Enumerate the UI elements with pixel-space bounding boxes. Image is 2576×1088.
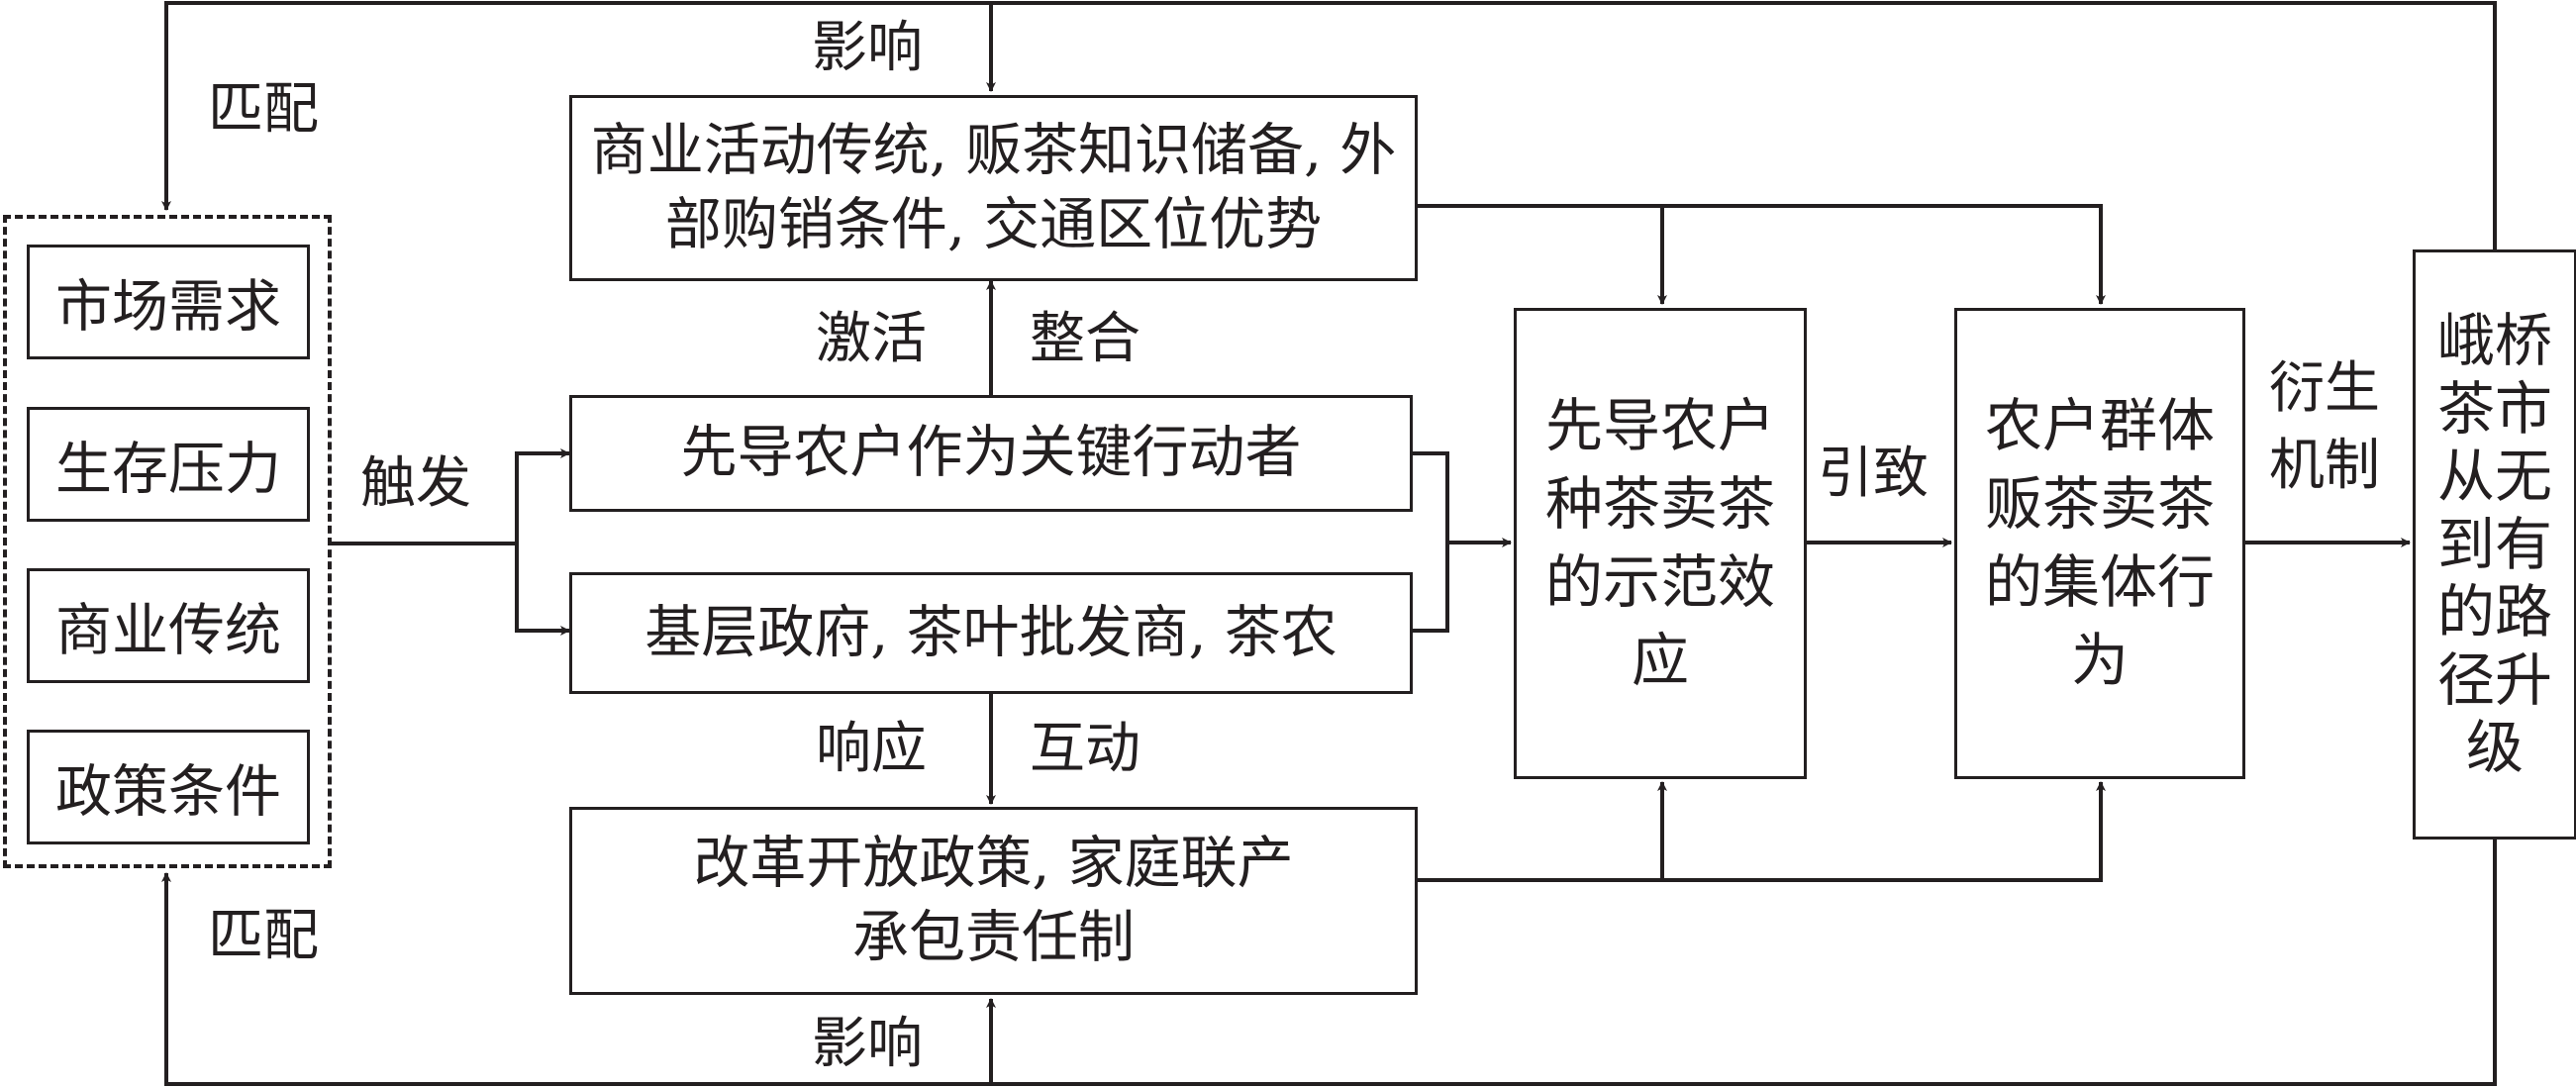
trigger-branch-lower xyxy=(515,544,570,636)
node-collective-text: 农户群体贩茶卖茶的集体行为 xyxy=(1984,392,2215,694)
node-actors-text: 基层政府, 茶叶批发商, 茶农 xyxy=(644,599,1338,665)
node-actors: 基层政府, 茶叶批发商, 茶农 xyxy=(569,572,1413,694)
label-influence-top: 影响 xyxy=(812,16,923,80)
feedback-line-bottom xyxy=(161,840,2497,1086)
factor-commerce-tradition: 商业传统 xyxy=(27,568,310,683)
node-policy: 改革开放政策, 家庭联产承包责任制 xyxy=(569,807,1418,995)
node-collective-behavior: 农户群体贩茶卖茶的集体行为 xyxy=(1954,308,2245,779)
node-pioneer-farmers: 先导农户作为关键行动者 xyxy=(569,395,1413,512)
node-outcome-text: 峨桥茶市从无到有的路径升级 xyxy=(2436,307,2552,782)
label-match-bottom: 匹配 xyxy=(208,904,319,968)
node-outcome: 峨桥茶市从无到有的路径升级 xyxy=(2413,249,2576,840)
label-mechanism: 机制 xyxy=(2269,434,2380,498)
factor-policy-conditions: 政策条件 xyxy=(27,730,310,844)
pioneer-merge xyxy=(1413,451,1449,633)
label-influence-bottom: 影响 xyxy=(812,1012,923,1076)
feedback-line-top xyxy=(161,1,2497,249)
node-resources: 商业活动传统, 贩茶知识储备, 外部购销条件, 交通区位优势 xyxy=(569,95,1418,281)
factor-label: 生存压力 xyxy=(55,437,281,502)
factor-survival-pressure: 生存压力 xyxy=(27,407,310,522)
label-integrate: 整合 xyxy=(1030,307,1140,371)
label-lead-to: 引致 xyxy=(1818,442,1929,506)
factor-label: 政策条件 xyxy=(55,759,281,825)
label-activate: 激活 xyxy=(816,307,927,371)
label-derive: 衍生 xyxy=(2269,356,2380,421)
label-match-top: 匹配 xyxy=(208,77,319,142)
trigger-line xyxy=(332,448,570,545)
factor-label: 市场需求 xyxy=(55,274,281,340)
factors-group xyxy=(3,215,332,868)
node-demo-text: 先导农户种茶卖茶的示范效应 xyxy=(1544,392,1775,694)
node-pioneer-text: 先导农户作为关键行动者 xyxy=(680,420,1302,486)
node-resources-text: 商业活动传统, 贩茶知识储备, 外部购销条件, 交通区位优势 xyxy=(590,117,1397,257)
label-respond: 响应 xyxy=(816,717,927,781)
node-policy-text: 改革开放政策, 家庭联产承包责任制 xyxy=(693,830,1294,970)
policy-to-effects xyxy=(1418,781,2106,882)
label-interact: 互动 xyxy=(1030,717,1140,781)
factor-label: 商业传统 xyxy=(55,598,281,663)
label-trigger: 触发 xyxy=(360,451,471,516)
resources-to-effects xyxy=(1418,204,2106,305)
node-demonstration-effect: 先导农户种茶卖茶的示范效应 xyxy=(1514,308,1807,779)
factor-market-demand: 市场需求 xyxy=(27,245,310,359)
